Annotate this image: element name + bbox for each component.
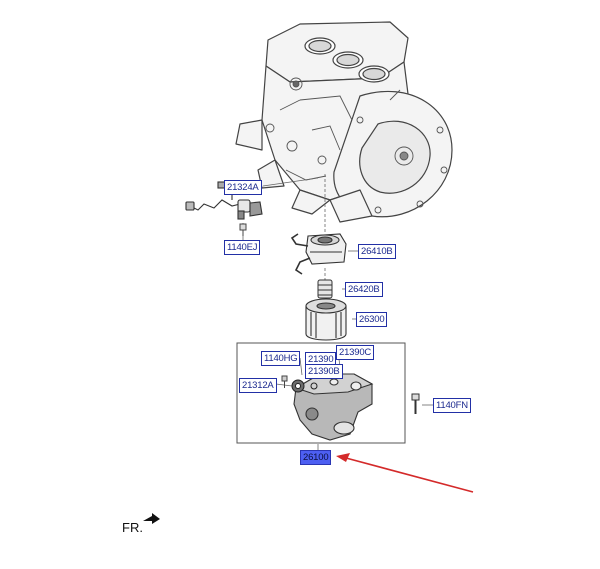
oil-pressure-sensor-part [185,181,263,220]
engine-block [235,21,453,223]
oil-filter-part [305,298,347,341]
oil-filter-housing-part [293,373,374,441]
gasket-part [291,379,305,393]
callout-1140fn[interactable]: 1140FN [433,398,471,413]
threaded-nipple-part [317,279,333,299]
callout-26100[interactable]: 26100 [300,450,332,465]
callout-21390c[interactable]: 21390C [336,345,375,360]
bolt-1140ej-part [239,223,247,236]
callout-21390b[interactable]: 21390B [305,364,343,379]
callout-21312a[interactable]: 21312A [239,378,277,393]
callout-26420b[interactable]: 26420B [345,282,383,297]
callout-26410b[interactable]: 26410B [358,244,396,259]
annotation-arrow [336,453,474,493]
front-direction-icon [143,513,160,524]
callout-26300[interactable]: 26300 [356,312,388,327]
oil-cooler-part [290,233,347,275]
cylinder-bores [304,37,390,83]
housing-assembly-frame [236,342,406,444]
orientation-label: FR. [122,520,143,535]
callout-1140ej[interactable]: 1140EJ [224,240,261,255]
bolt-1140fn-part [411,393,420,414]
callout-1140hg[interactable]: 1140HG [261,351,301,366]
bolt-1140hg-part [281,375,288,388]
callout-21324a[interactable]: 21324A [224,180,262,195]
